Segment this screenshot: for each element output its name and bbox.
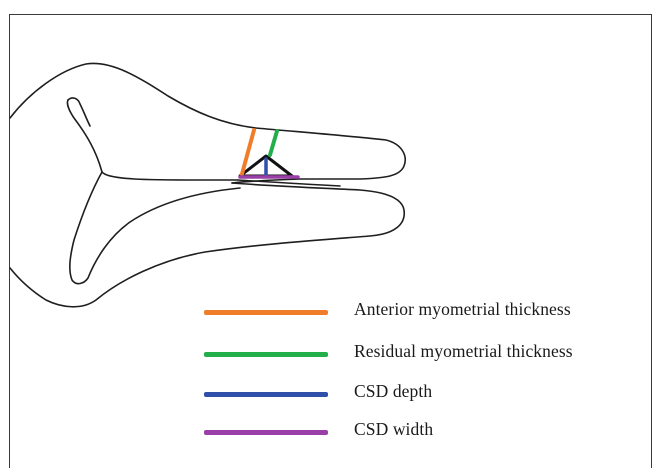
uterine-cavity-tip bbox=[68, 98, 90, 126]
legend-label: Residual myometrial thickness bbox=[354, 341, 573, 362]
legend-label: CSD depth bbox=[354, 381, 432, 402]
legend-label: CSD width bbox=[354, 419, 433, 440]
measurements bbox=[240, 130, 298, 177]
uterus-outer-upper-contour bbox=[10, 63, 405, 183]
legend-swatch-blue bbox=[204, 392, 328, 397]
legend-item-csd-width: CSD width bbox=[200, 417, 650, 447]
legend-label: Anterior myometrial thickness bbox=[354, 299, 571, 320]
residual-myometrial-thickness-line bbox=[270, 131, 277, 155]
legend-item-anterior-myometrial-thickness: Anterior myometrial thickness bbox=[200, 297, 650, 327]
uterus-outer-lower-contour bbox=[10, 183, 404, 307]
legend-swatch-green bbox=[204, 352, 328, 357]
uterus-outline bbox=[10, 63, 405, 306]
legend-item-csd-depth: CSD depth bbox=[200, 379, 650, 409]
legend-item-residual-myometrial-thickness: Residual myometrial thickness bbox=[200, 339, 650, 369]
legend-swatch-purple bbox=[204, 430, 328, 435]
uterine-cavity-upper bbox=[67, 100, 238, 180]
legend-swatch-orange bbox=[204, 310, 328, 315]
